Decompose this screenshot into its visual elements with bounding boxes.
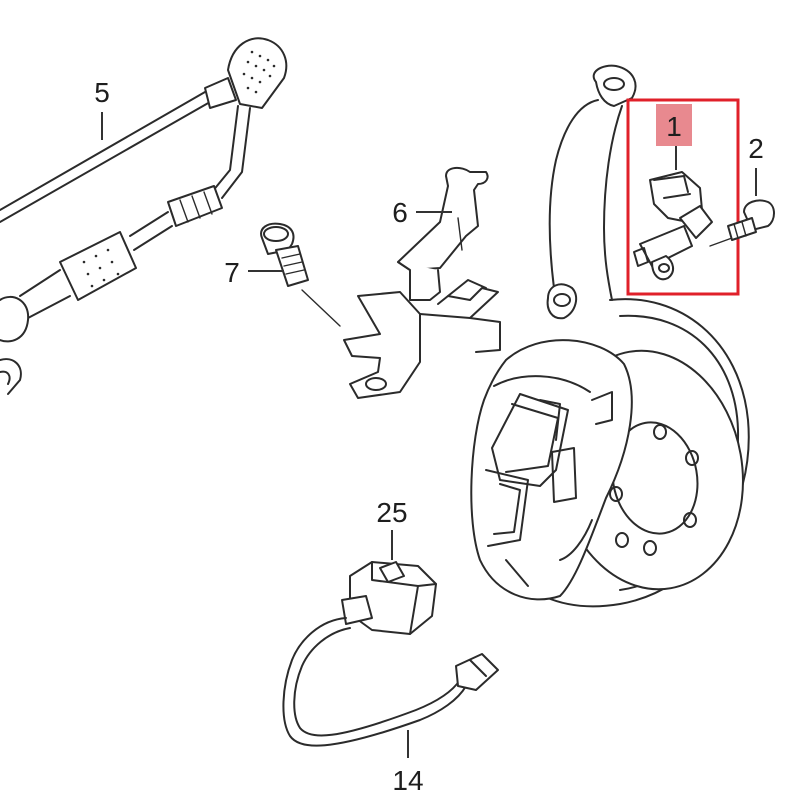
steering-knuckle	[546, 64, 637, 320]
connector-texture	[242, 50, 276, 94]
abs-sensor-part-1	[633, 146, 733, 281]
callout-label-6: 6	[392, 197, 408, 228]
highlight-box	[626, 98, 740, 296]
callout-label-25: 25	[376, 497, 407, 528]
bolt-part-7	[248, 222, 341, 327]
brake-caliper	[470, 339, 633, 601]
callout-label-5: 5	[94, 77, 110, 108]
wire-harness-part-5	[0, 37, 288, 395]
screw-part-2	[727, 168, 775, 241]
highlight-frame	[626, 98, 740, 296]
callout-label-2: 2	[748, 133, 764, 164]
bracket-part-6	[343, 166, 501, 399]
callout-label-7: 7	[224, 257, 240, 288]
callout-label-14: 14	[392, 765, 423, 796]
highlight-label-bg	[656, 104, 692, 146]
wear-sensor-part-14	[282, 530, 499, 758]
callout-label-1: 1	[666, 111, 682, 142]
